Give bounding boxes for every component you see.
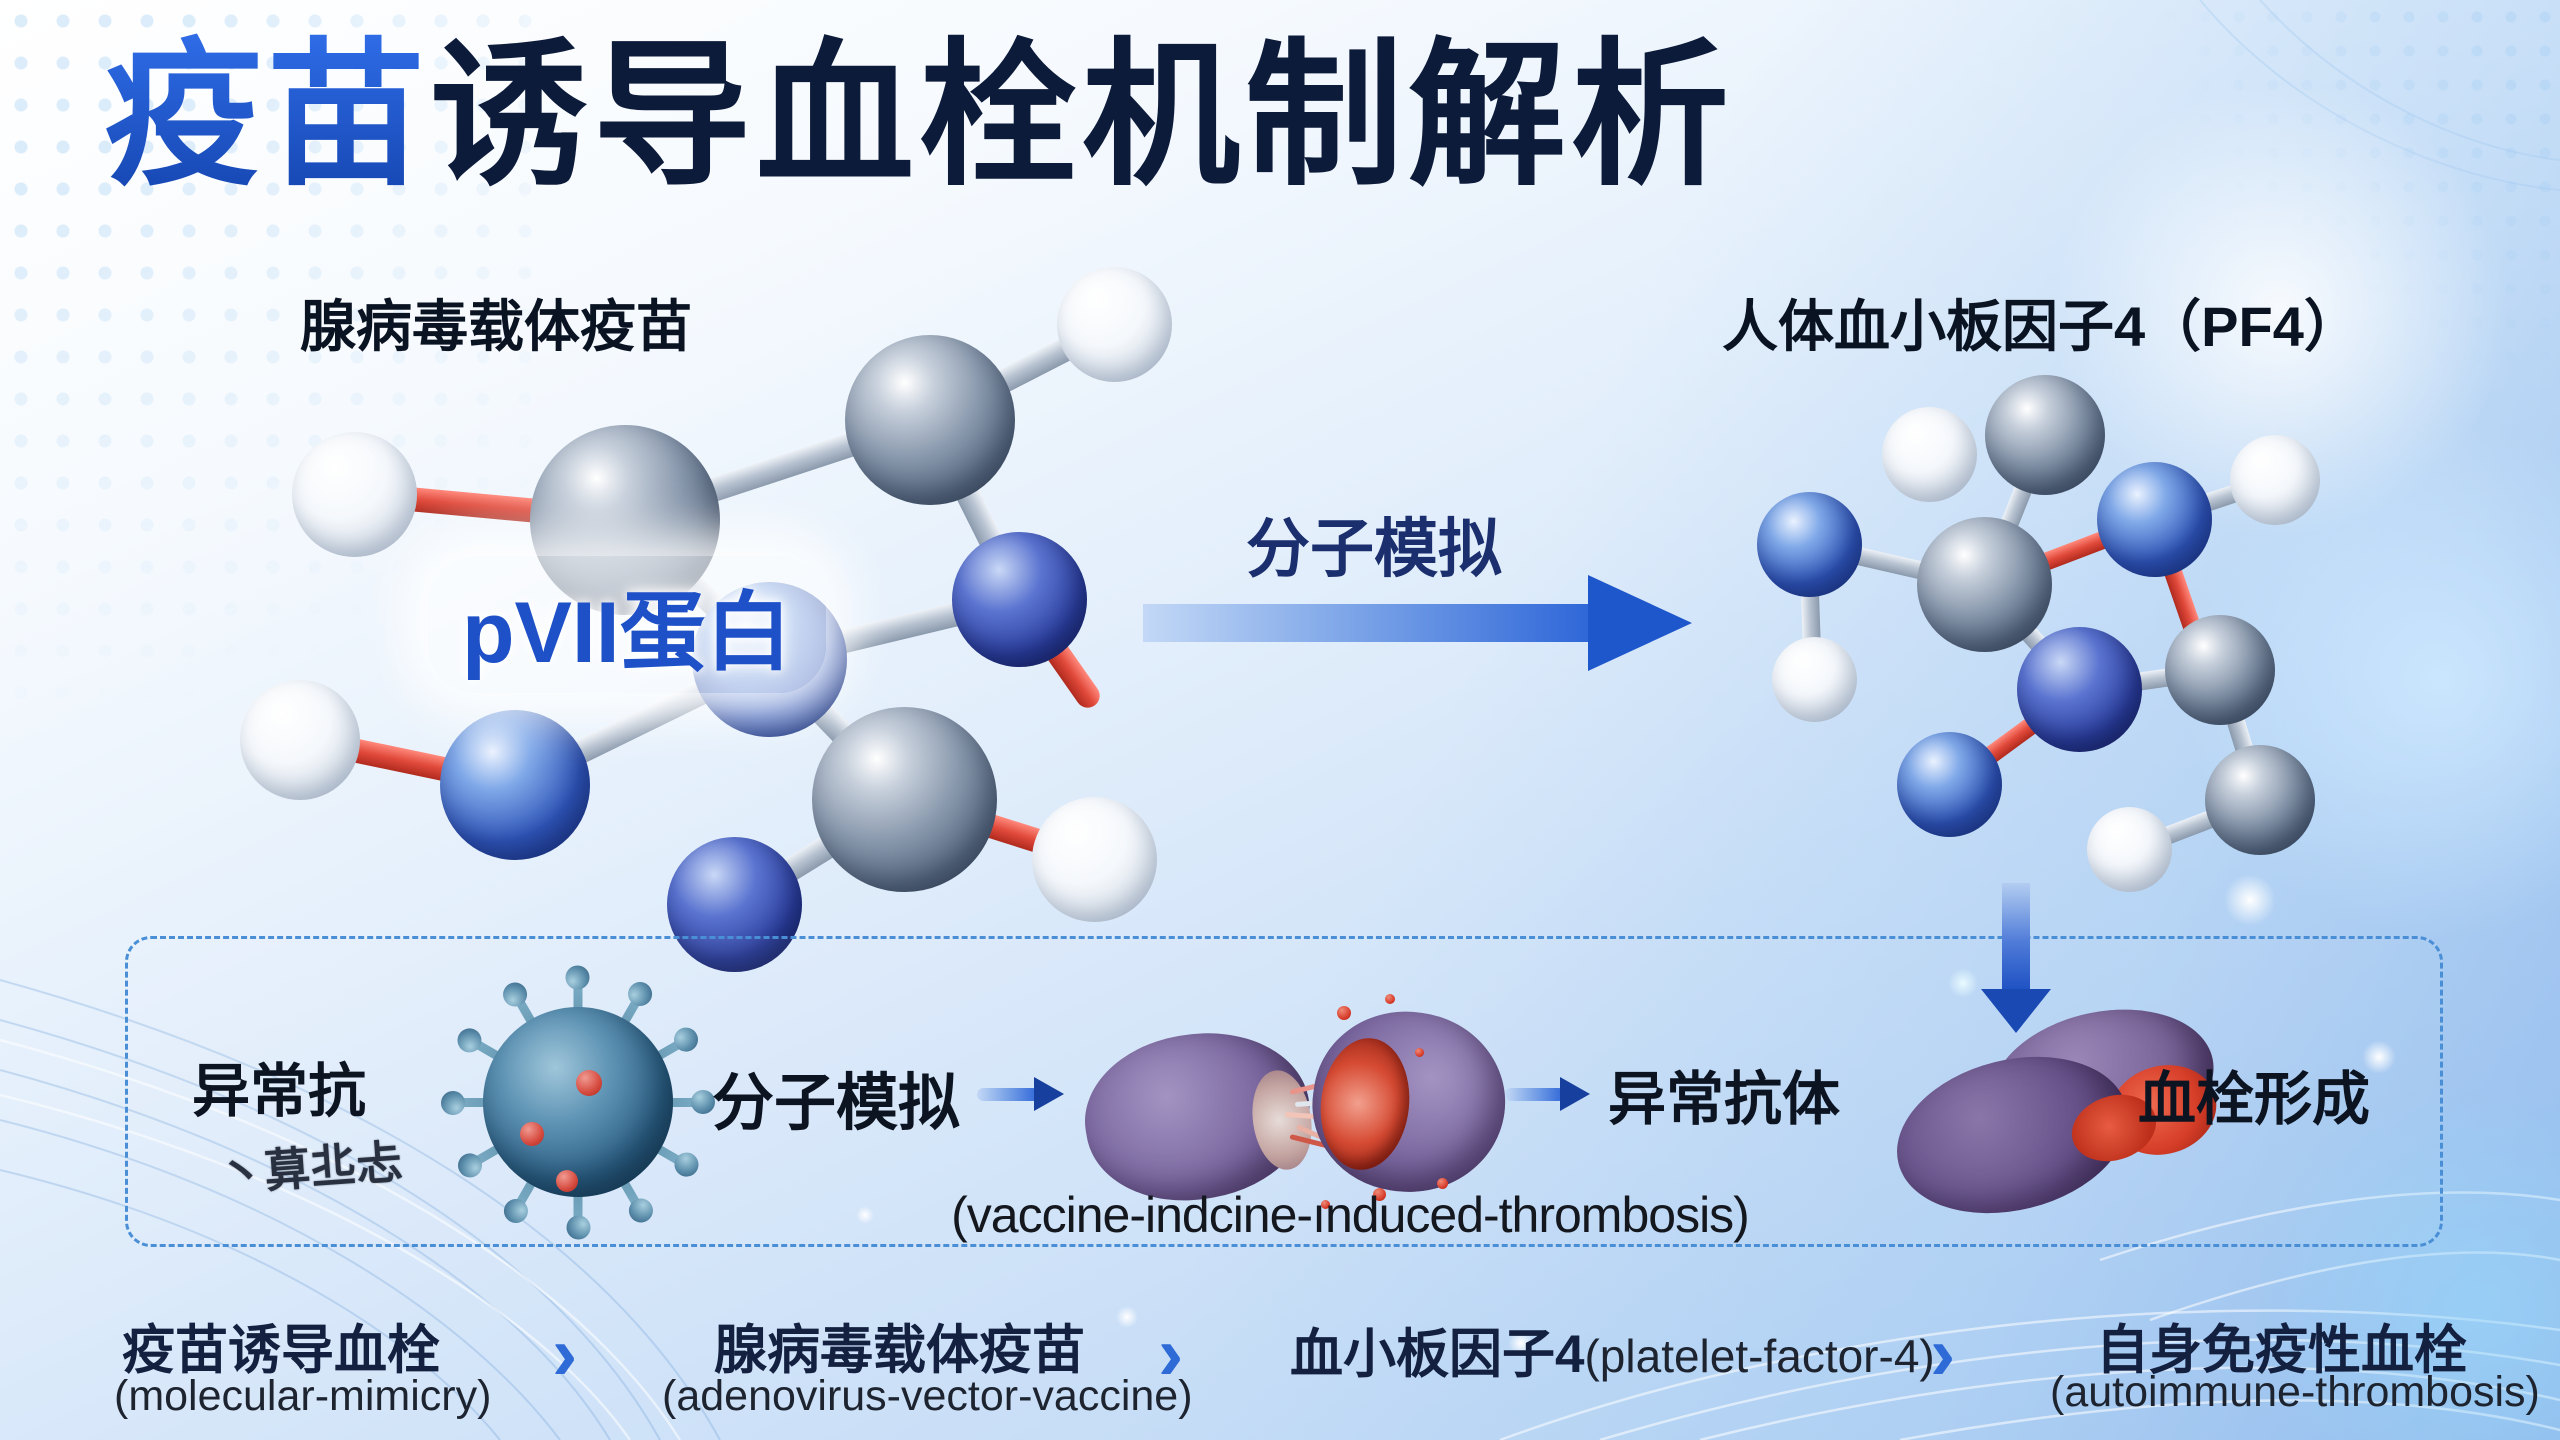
footer-chevron-icon: ›	[1930, 1311, 1956, 1396]
molecule-atom	[1917, 517, 2052, 652]
pathway-arrow-head	[1560, 1077, 1593, 1111]
footer-step-zh: 疫苗诱导血栓	[122, 1321, 440, 1380]
page-title: 疫苗诱导血栓机制解析	[104, 22, 1734, 212]
mimicry-arrow	[1143, 604, 1593, 642]
molecule-atom	[292, 432, 417, 557]
molecule-atom	[2087, 807, 2172, 892]
molecule-atom	[2230, 435, 2320, 525]
mimicry-arrow-head	[1588, 575, 1695, 671]
virus-red-spot	[556, 1170, 578, 1192]
molecule-atom	[1897, 732, 2002, 837]
down-arrow-head	[1981, 989, 2051, 1033]
molecule-atom	[2017, 627, 2142, 752]
pvii-protein-tag: pVII蛋白	[428, 556, 826, 693]
title-highlight: 疫苗	[104, 28, 430, 204]
footer-step-zh: 自身免疫性血栓	[2096, 1321, 2467, 1380]
footer-step-en: (adenovirus-vector-vaccine)	[662, 1372, 1193, 1420]
pathway-arrow-head	[1034, 1077, 1067, 1111]
molecule-atom	[812, 707, 997, 892]
thrombosis-label: 血栓形成	[2138, 1067, 2371, 1132]
molecule-atom	[845, 335, 1015, 505]
molecule-atom	[1772, 637, 1857, 722]
molecule-atom	[1985, 375, 2105, 495]
molecule-atom	[2097, 462, 2212, 577]
molecule-atom	[2205, 745, 2315, 855]
molecule-atom	[952, 532, 1087, 667]
footer-chevron-icon: ›	[552, 1311, 578, 1396]
footer-step-en: (molecular-mimicry)	[114, 1372, 492, 1420]
molecule-atom	[2165, 615, 2275, 725]
left-molecule-label: 腺病毒载体疫苗	[300, 295, 692, 358]
abnormal-antibody-text: 异常抗	[192, 1059, 367, 1124]
virus-particle	[438, 962, 718, 1242]
molecule-atom	[240, 680, 360, 800]
pathway-arrow	[1505, 1088, 1565, 1101]
mimicry-arrow-label: 分子模拟	[1246, 513, 1502, 585]
molecule-atom	[1757, 492, 1862, 597]
blood-droplet	[1415, 1048, 1424, 1057]
blood-droplet	[1437, 1178, 1448, 1189]
molecule-atom	[440, 710, 590, 860]
molecule-atom	[667, 837, 802, 972]
title-rest: 诱导血栓机制解析	[430, 28, 1734, 204]
garbled-text: 丶萛丠忐	[216, 1135, 404, 1201]
abnormal-antibody-label: 异常抗体	[1608, 1067, 1841, 1132]
footer-step-en: (autoimmune-thrombosis)	[2050, 1368, 2540, 1416]
footer-step-zh: 血小板因子4	[1290, 1325, 1585, 1384]
footer-step: 血小板因子4(platelet-factor-4)	[1290, 1312, 1935, 1388]
footer-step-en: (platelet-factor-4)	[1584, 1330, 1935, 1382]
virus-red-spot	[520, 1122, 544, 1146]
molecule-atom	[1882, 407, 1977, 502]
blood-droplet	[1373, 1188, 1386, 1201]
molecule-atom	[1032, 797, 1157, 922]
virus-red-spot	[576, 1070, 602, 1096]
pathway-caption: (vaccine-indcine-ınduced-thrombosis)	[951, 1187, 1750, 1243]
right-molecule	[1700, 360, 2380, 940]
blood-droplet	[1337, 1006, 1351, 1020]
footer-step-zh: 腺病毒载体疫苗	[714, 1321, 1085, 1380]
blood-droplet	[1321, 1200, 1330, 1209]
molecule-atom	[1057, 267, 1172, 382]
down-arrow	[2002, 883, 2030, 991]
footer-chevron-icon: ›	[1158, 1311, 1184, 1396]
right-molecule-label: 人体血小板因子4（PF4）	[1722, 295, 2360, 358]
pathway-arrow	[977, 1088, 1039, 1101]
broken-platelet	[1072, 994, 1517, 1218]
virus-body	[483, 1007, 673, 1197]
pathway-mimicry-label: 分子模拟	[712, 1069, 961, 1138]
blood-droplet	[1385, 994, 1395, 1004]
